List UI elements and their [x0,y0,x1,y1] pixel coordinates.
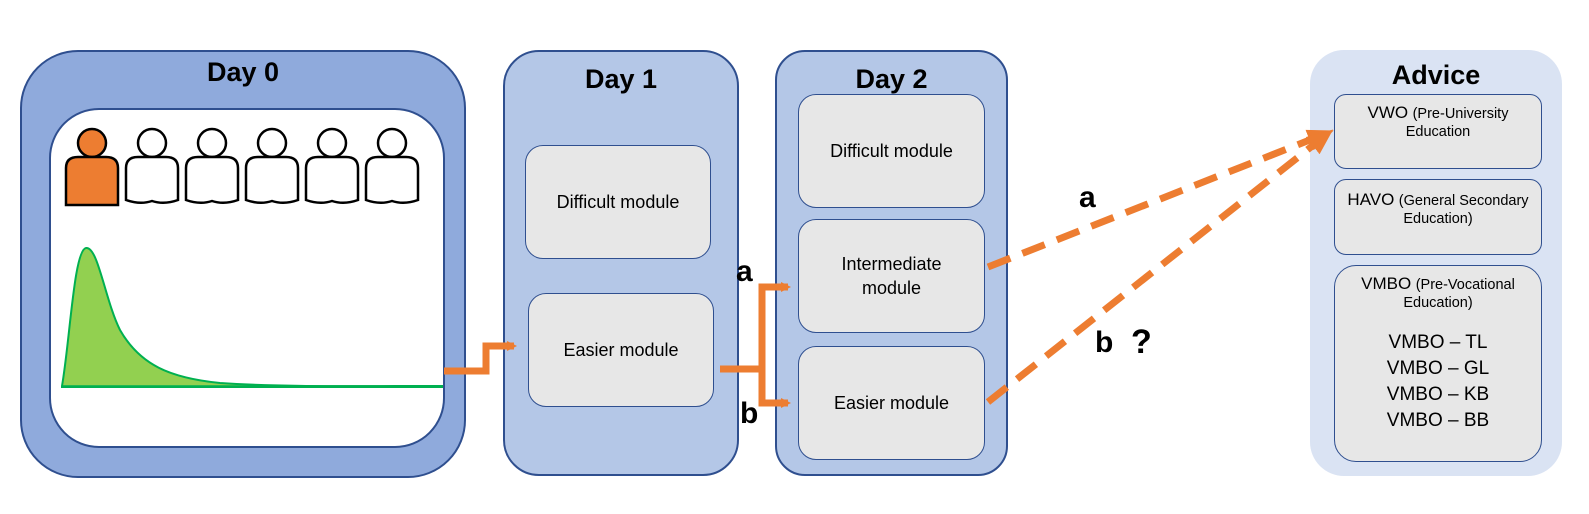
vmbo-track-gl: VMBO – GL [1386,358,1490,379]
arrow-branch-a [758,282,791,369]
arrow-day0-to-day1 [444,341,517,375]
person-icon [364,127,420,204]
person-icon [304,127,360,204]
day1-easier-module: Easier module [528,293,714,407]
distribution-curve [61,247,443,388]
vmbo-track-kb: VMBO – KB [1386,384,1490,405]
day2-intermediate-module: Intermediate module [798,219,985,333]
arrow-branch-b [758,369,791,408]
arrow-intermediate-to-vwo [986,128,1334,271]
person-icon [184,127,240,204]
question-mark: ? [1131,323,1152,361]
vmbo-description: (Pre-Vocational Education) [1403,277,1515,311]
vwo-label: VWO [1367,103,1409,122]
day2-title: Day 2 [855,64,928,94]
vmbo-label: VMBO [1361,274,1412,293]
advice-vwo-box: VWO (Pre-University Education [1334,94,1542,169]
advice-havo-box: HAVO (General Secondary Education) [1334,179,1542,255]
day1-difficult-module: Difficult module [525,145,711,259]
advice-title: Advice [1391,60,1481,90]
branch-label-b-left: b [740,397,759,430]
person-icon [244,127,300,204]
vwo-description: (Pre-University Education [1405,106,1509,140]
havo-description: (General Secondary Education) [1398,193,1529,227]
vmbo-track-bb: VMBO – BB [1386,410,1490,431]
day0-title: Day 0 [206,57,280,87]
day2-easier-module: Easier module [798,346,985,460]
day2-intermediate-label: Intermediate module [841,253,942,298]
vmbo-track-tl: VMBO – TL [1388,332,1488,353]
day2-difficult-module: Difficult module [798,94,985,208]
day1-title: Day 1 [584,64,658,94]
advice-vmbo-box: VMBO (Pre-Vocational Education) VMBO – T… [1334,265,1542,462]
person-icon [124,127,180,204]
arrow-easier-to-vwo [985,129,1334,405]
havo-label: HAVO [1347,190,1395,209]
path-label-a-right: a [1079,181,1096,214]
branch-label-a-left: a [736,255,753,288]
person-highlighted-icon [64,127,120,207]
path-label-b-right: b [1095,326,1114,359]
